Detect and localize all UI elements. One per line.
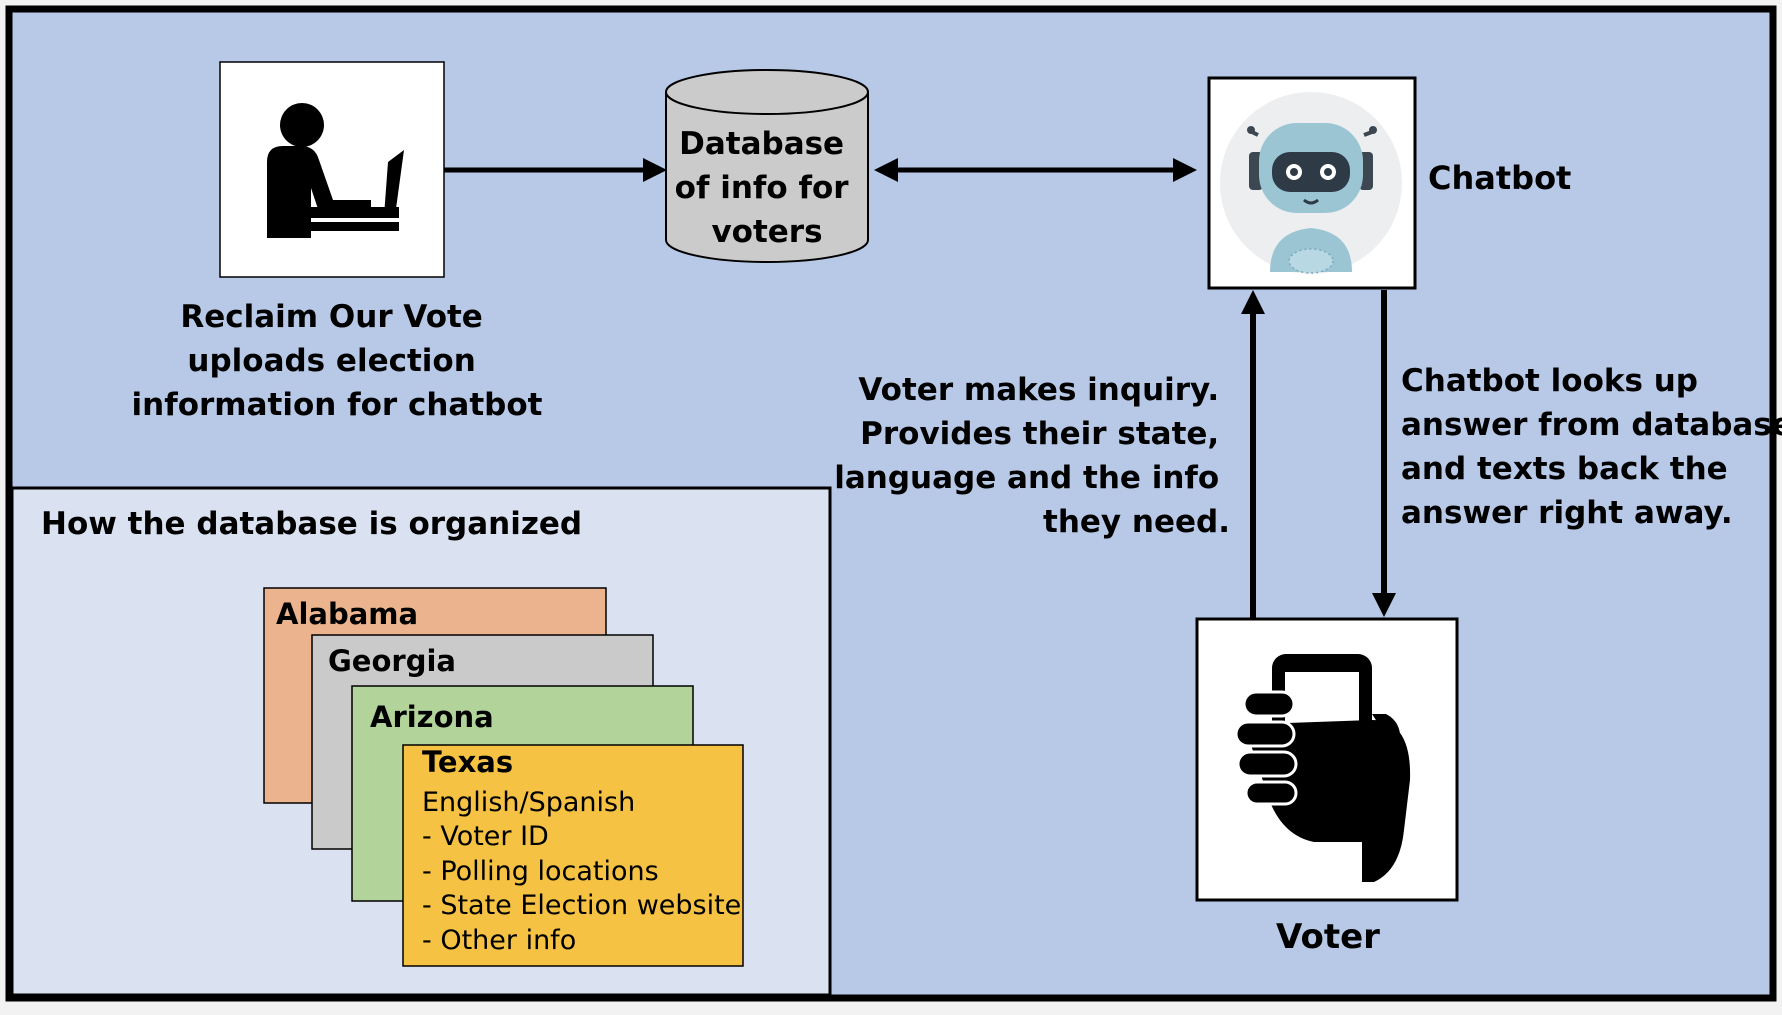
inquiry-note: Voter makes inquiry. Provides their stat… (834, 372, 1230, 540)
answer-note-line: answer right away. (1401, 495, 1733, 531)
inquiry-note-line: they need. (1043, 504, 1230, 540)
card-state-name: Alabama (276, 597, 418, 631)
uploader-caption-line: uploads election (187, 343, 475, 379)
database-label-line: voters (711, 214, 822, 250)
card-state-name: Georgia (328, 644, 456, 678)
inquiry-note-line: Provides their state, (860, 416, 1219, 452)
inquiry-note-line: language and the info (834, 460, 1219, 496)
hand-holding-phone-icon (1234, 654, 1411, 882)
card-details: English/Spanish - Voter ID - Polling loc… (422, 787, 750, 956)
database-label-line: Database (679, 126, 844, 162)
person-at-laptop-icon (267, 103, 404, 238)
organization-title: How the database is organized (41, 506, 582, 542)
arrowhead (1173, 158, 1197, 182)
arrowhead (1241, 290, 1265, 314)
card-background (402, 744, 744, 967)
answer-note-line: answer from database (1401, 407, 1782, 443)
card-detail-line: - Polling locations (422, 856, 659, 887)
card-detail-line: - Voter ID (422, 821, 549, 852)
database-label-line: of info for (675, 170, 850, 206)
state-card-texas: Texas English/Spanish - Voter ID - Polli… (402, 744, 750, 967)
card-state-name: Arizona (370, 700, 494, 734)
card-state-name: Texas (422, 745, 513, 779)
arrowhead (1372, 593, 1396, 617)
answer-note: Chatbot looks up answer from database an… (1401, 363, 1782, 531)
uploader-caption-line: information for chatbot (132, 387, 543, 423)
card-detail-line: - State Election website (422, 890, 741, 921)
card-detail-line: English/Spanish (422, 787, 635, 818)
arrowhead (874, 158, 898, 182)
uploader-caption-line: Reclaim Our Vote (180, 299, 482, 335)
chatbot-label: Chatbot (1428, 159, 1571, 197)
arrowhead (643, 158, 667, 182)
inquiry-note-line: Voter makes inquiry. (858, 372, 1219, 408)
card-detail-line: - Other info (422, 925, 576, 956)
uploader-caption: Reclaim Our Vote uploads election inform… (132, 299, 543, 423)
voter-label: Voter (1276, 917, 1380, 957)
robot-icon (1220, 92, 1402, 274)
answer-note-line: and texts back the (1401, 451, 1728, 487)
uploader-box (219, 61, 445, 278)
answer-note-line: Chatbot looks up (1401, 363, 1698, 399)
database-label: Database of info for voters (675, 126, 860, 250)
database-cylinder-icon (665, 69, 869, 263)
